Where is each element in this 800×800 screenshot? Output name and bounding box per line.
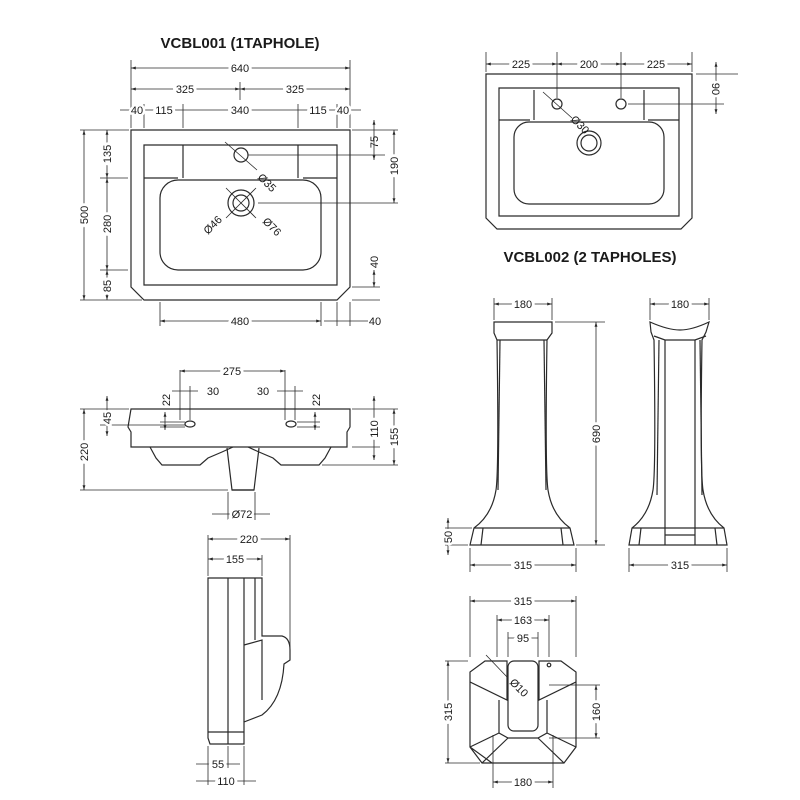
plan-view-1-taphole: 640 325 325 40 115 340 115 40 Ø35 Ø46 Ø7… xyxy=(76,60,404,331)
dim-tap-centres: 200 xyxy=(580,59,598,71)
dim-fixing-hole-dia: Ø10 xyxy=(507,677,530,700)
bowl xyxy=(513,121,665,205)
dim-right-offset: 225 xyxy=(647,59,665,71)
dim-base-width: 110 xyxy=(217,776,235,788)
dim-left-tap-width: 30 xyxy=(207,386,219,398)
dim-back-width: 180 xyxy=(514,777,532,789)
dim-tap-depth: 90 xyxy=(709,83,721,95)
dim-waste-outer-dia: Ø76 xyxy=(260,216,283,239)
dim-slot-depth: 160 xyxy=(591,703,603,721)
dim-body-height: 110 xyxy=(369,420,381,438)
basin-inner-rim xyxy=(143,144,338,286)
dim-slot-outer: 163 xyxy=(514,615,532,627)
pedestal-side-elevation: 180 315 xyxy=(628,296,728,575)
dim-bowl-depth: 280 xyxy=(102,215,114,233)
dim-half-left: 325 xyxy=(176,84,194,96)
dim-slot-inner: 95 xyxy=(517,633,529,645)
dim-half-right: 325 xyxy=(286,84,304,96)
waste-inner xyxy=(232,194,250,212)
dim-edge-right: 40 xyxy=(337,105,349,117)
overflow-hole-left xyxy=(184,420,196,428)
tap-hole-right xyxy=(615,98,627,110)
dim-base-inner: 55 xyxy=(212,759,224,771)
dim-top-width: 180 xyxy=(671,299,689,311)
basin-outline xyxy=(130,129,351,301)
dim-plinth-height: 50 xyxy=(443,531,455,543)
dim-overall-width: 640 xyxy=(231,63,249,75)
plan-view-2-tapholes: Ø30 225 200 225 90 xyxy=(485,52,738,230)
tap-hole-left xyxy=(551,98,563,110)
dim-left-offset: 225 xyxy=(512,59,530,71)
dim-rim-projection: 155 xyxy=(226,554,244,566)
dim-overall-width: 315 xyxy=(514,596,532,608)
pedestal-slot xyxy=(507,660,539,732)
dim-waste-inner-dia: Ø46 xyxy=(202,214,225,237)
dim-back-ledge: 135 xyxy=(102,145,114,163)
dim-edge-left: 40 xyxy=(131,105,143,117)
dim-pedestal-height: 690 xyxy=(591,425,603,443)
bowl xyxy=(159,179,322,271)
dim-bottom-width: 480 xyxy=(231,316,249,328)
front-elevation: 275 30 30 22 22 45 220 110 155 Ø72 xyxy=(76,363,404,524)
pedestal-plan-outline xyxy=(469,660,577,764)
dim-tap-spacing: 275 xyxy=(223,366,241,378)
pedestal-front-outline xyxy=(469,321,575,546)
dim-chamfer-h: 40 xyxy=(369,316,381,328)
dim-right-tap-width: 30 xyxy=(257,386,269,398)
dim-tap-offset: 75 xyxy=(369,136,381,148)
title-vcbl002: VCBL002 (2 TAPHOLES) xyxy=(503,249,676,266)
basin-side-profile xyxy=(207,577,291,745)
dim-base-width: 315 xyxy=(514,560,532,572)
dim-front-rim: 85 xyxy=(102,280,114,292)
waste-outer xyxy=(227,189,255,217)
fixing-hole xyxy=(546,662,552,668)
pedestal-plan-view: Ø10 315 163 95 315 160 180 xyxy=(440,593,606,792)
dim-overall-height: 220 xyxy=(79,443,91,461)
dim-top-width: 180 xyxy=(514,299,532,311)
dim-to-underside: 155 xyxy=(389,428,401,446)
waste-outer xyxy=(576,130,602,156)
pedestal-front-elevation: 180 690 50 315 xyxy=(441,296,607,575)
dim-ledge-right: 115 xyxy=(309,105,327,117)
dim-waste-offset: 190 xyxy=(389,157,401,175)
waste-spigot xyxy=(226,447,260,491)
waste-inner xyxy=(580,134,598,152)
side-elevation: 220 155 55 110 xyxy=(196,531,291,791)
pedestal-side-outline xyxy=(628,320,728,546)
dim-rim-height: 45 xyxy=(102,412,114,424)
dim-tap-hole-dia: Ø35 xyxy=(255,172,278,195)
dim-base-width: 315 xyxy=(671,560,689,572)
dim-overall-projection: 220 xyxy=(240,534,258,546)
basin-outline xyxy=(485,73,693,230)
dim-overall-depth: 500 xyxy=(79,206,91,224)
dim-overall-depth: 315 xyxy=(443,703,455,721)
title-vcbl001: VCBL001 (1TAPHOLE) xyxy=(161,35,320,52)
dim-left-hole-height: 22 xyxy=(161,394,173,406)
dim-right-hole-height: 22 xyxy=(311,394,323,406)
dim-bowl-top-width: 340 xyxy=(231,105,249,117)
dim-chamfer-v: 40 xyxy=(369,256,381,268)
basin-front-profile xyxy=(127,408,351,448)
dim-ledge-left: 115 xyxy=(155,105,173,117)
overflow-hole-right xyxy=(285,420,297,428)
dim-waste-dia: Ø72 xyxy=(232,509,253,521)
